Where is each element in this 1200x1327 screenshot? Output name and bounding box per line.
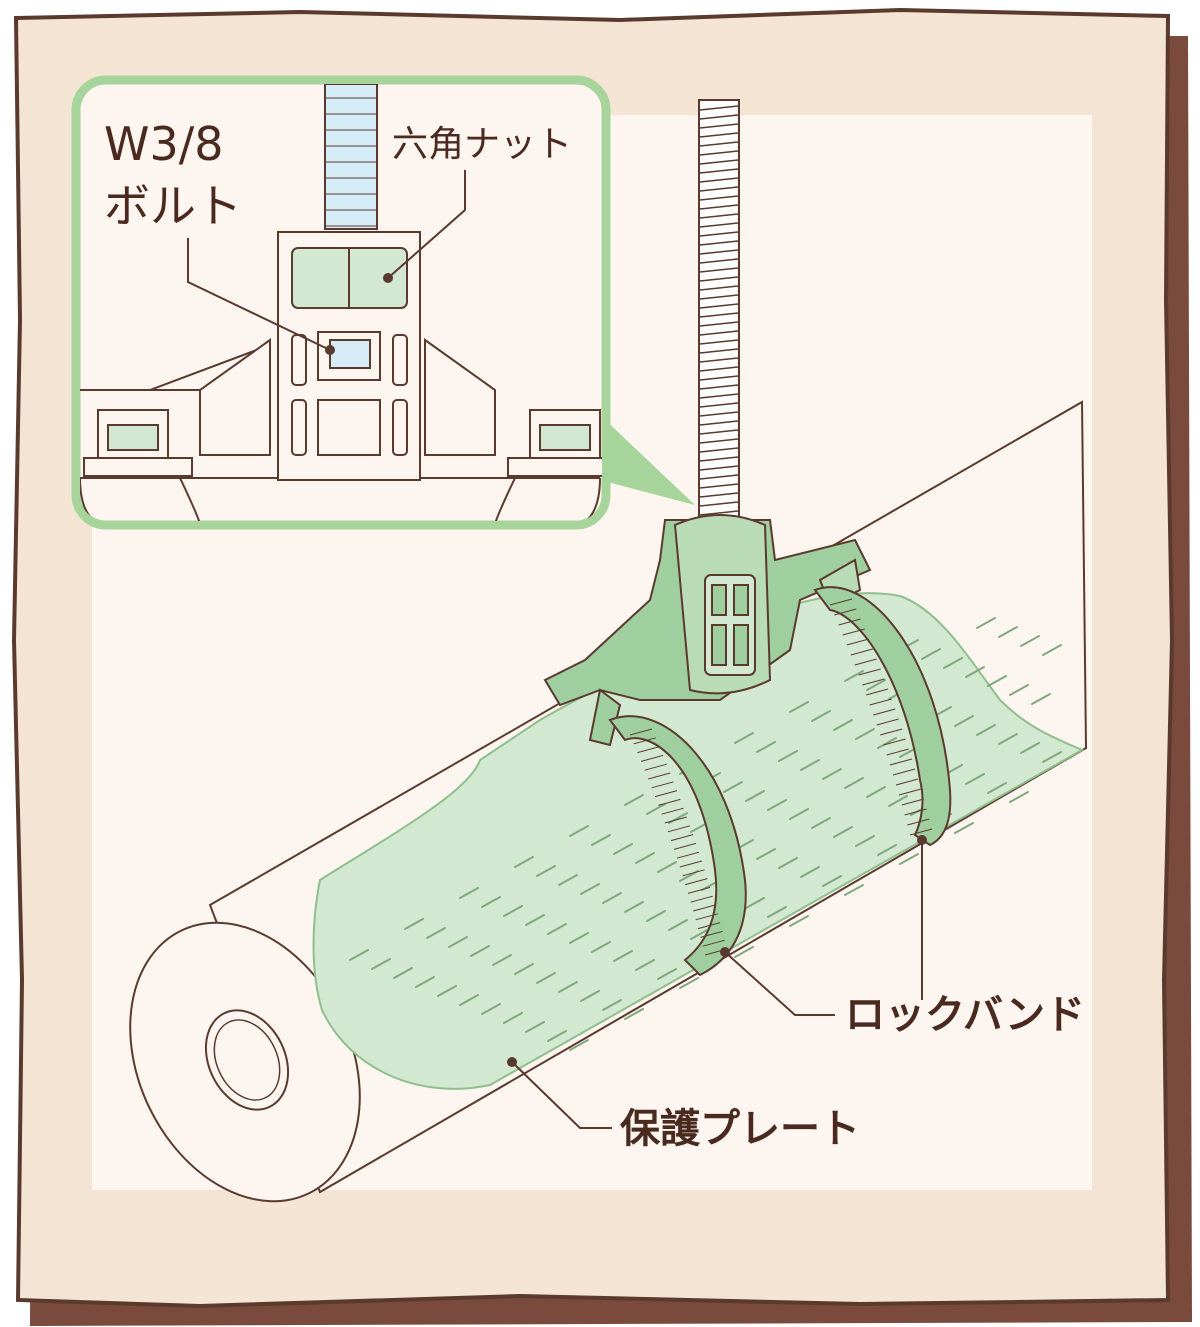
inset-bolt <box>324 84 378 230</box>
lock-band-right <box>813 586 952 847</box>
callout-leaders <box>507 835 927 1129</box>
hanger-bracket <box>543 514 872 747</box>
inset-pointer <box>600 415 695 505</box>
hanger-bolt <box>698 99 740 546</box>
protect-plate-label: 保護プレート <box>620 1106 860 1152</box>
nut-label: 六角ナット <box>392 124 572 165</box>
bolt-label-line2: ボルト <box>104 179 242 233</box>
leader-lock-band <box>724 951 835 1016</box>
protect-plate <box>312 592 1085 1090</box>
lock-band-left <box>608 715 747 977</box>
leader-bolt <box>187 238 331 351</box>
bolt-label-line1: W3/8 <box>104 117 224 171</box>
leader-nut <box>387 170 466 279</box>
detail-inset: W3/8 ボルト 六角ナット <box>71 75 611 530</box>
leader-protect-plate <box>511 1061 612 1129</box>
lock-band-label: ロックバンド <box>845 992 1085 1038</box>
